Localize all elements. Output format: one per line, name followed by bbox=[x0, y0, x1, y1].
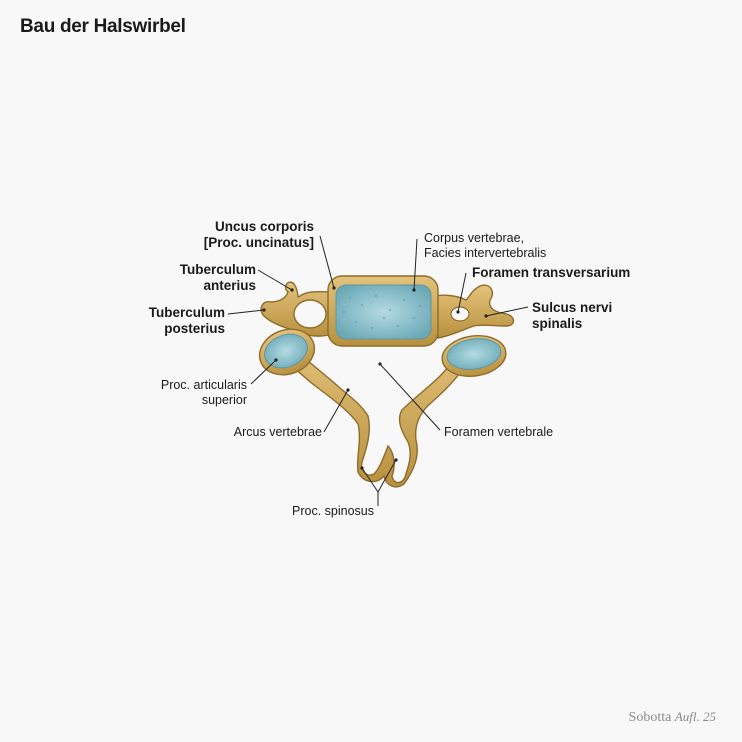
label-corpus-vertebrae: Corpus vertebrae, Facies intervertebrali… bbox=[424, 231, 547, 260]
right-articular-process bbox=[441, 335, 507, 377]
right-transverse-process bbox=[433, 284, 515, 339]
label-uncus-corporis: Uncus corporis [Proc. uncinatus] bbox=[203, 219, 314, 250]
label-tuberculum-anterius: Tuberculum anterius bbox=[179, 262, 256, 293]
page-title: Bau der Halswirbel bbox=[20, 16, 186, 37]
left-foramen-transversarium bbox=[293, 299, 327, 329]
label-foramen-vertebrale: Foramen vertebrale bbox=[444, 425, 554, 439]
label-proc-spinosus: Proc. spinosus bbox=[292, 504, 374, 518]
label-arcus-vertebrae: Arcus vertebrae bbox=[233, 425, 322, 439]
vertebral-arch bbox=[277, 338, 471, 488]
label-proc-articularis-superior: Proc. articularis superior bbox=[160, 378, 247, 407]
right-foramen-transversarium bbox=[450, 306, 470, 322]
label-sulcus-nervi-spinalis: Sulcus nervi spinalis bbox=[532, 300, 613, 331]
credit-watermark: Sobotta Aufl. 25 bbox=[628, 709, 716, 725]
label-tuberculum-posterius: Tuberculum posterius bbox=[148, 305, 225, 336]
corpus-intervertebral-surface bbox=[335, 284, 432, 340]
leader-lines bbox=[227, 235, 529, 506]
label-foramen-transversarium: Foramen transversarium bbox=[472, 265, 631, 280]
